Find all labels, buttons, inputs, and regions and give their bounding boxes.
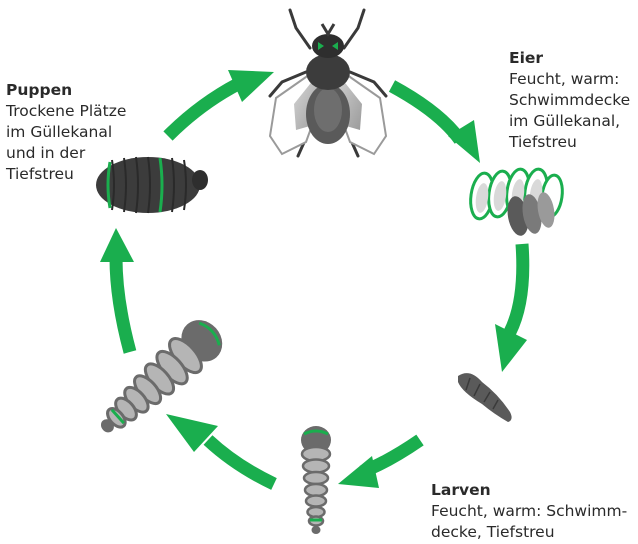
arrow-eggs-to-larvae [495,244,527,372]
eggs-line-3: im Güllekanal, [509,111,630,132]
eggs-icon [468,168,565,238]
pupae-line-4: Tiefstreu [6,164,126,185]
pupae-line-2: im Güllekanal [6,122,126,143]
pupae-line-3: und in der [6,143,126,164]
larvae-label: Larven Feucht, warm: Schwimm- decke, Tie… [431,480,627,543]
arrow-larvae-to-larva [338,440,420,488]
larvae-title: Larven [431,480,627,501]
arrow-larva-to-pupa [100,228,134,352]
small-larva-icon [458,373,512,422]
larvae-line-1: Feucht, warm: Schwimm- [431,501,627,522]
pupae-label: Puppen Trockene Plätze im Güllekanal und… [6,80,126,185]
fly-icon [270,10,386,156]
eggs-line-4: Tiefstreu [509,132,630,153]
arrow-larva-to-bigger-larva [166,414,274,484]
medium-larva-icon [301,426,331,534]
eggs-label: Eier Feucht, warm: Schwimmdecke im Gülle… [509,48,630,153]
pupae-title: Puppen [6,80,126,101]
eggs-line-2: Schwimmdecke [509,90,630,111]
arrow-pupa-to-fly [168,70,274,136]
larvae-line-2: decke, Tiefstreu [431,522,627,543]
pupae-line-1: Trockene Plätze [6,101,126,122]
eggs-title: Eier [509,48,630,69]
arrow-fly-to-eggs [392,86,480,163]
eggs-line-1: Feucht, warm: [509,69,630,90]
